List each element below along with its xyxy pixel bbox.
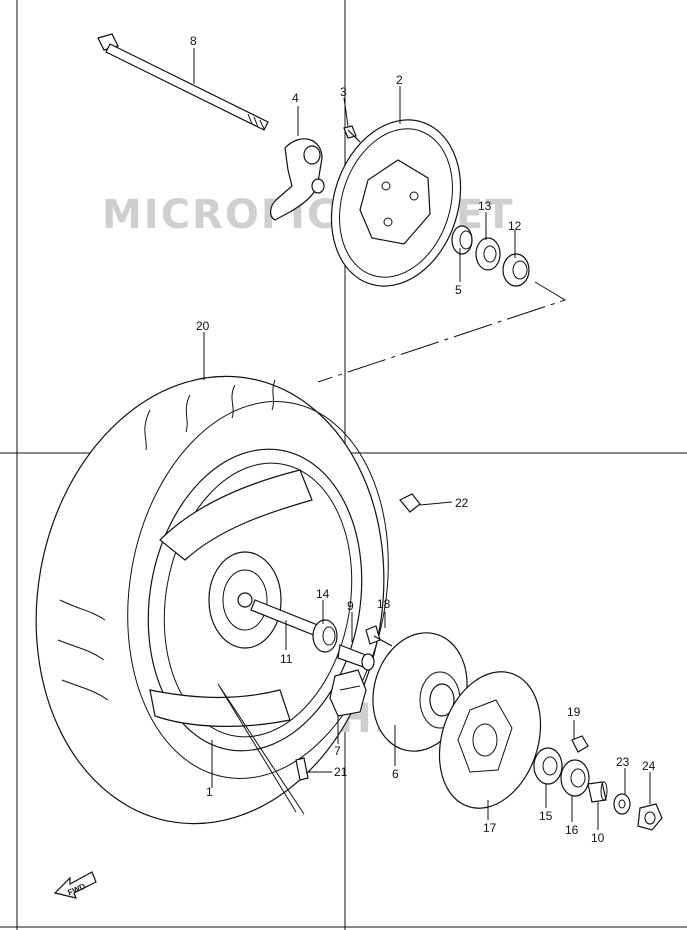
damper-part-7 — [329, 669, 367, 717]
callout-8: 8 — [190, 34, 197, 48]
leader-lines — [193, 48, 651, 830]
callout-6: 6 — [392, 767, 399, 781]
caliper-bracket-part — [270, 138, 325, 221]
collar-part-9 — [337, 644, 375, 671]
bolt-part-18 — [365, 625, 393, 647]
callout-14: 14 — [316, 587, 330, 601]
washer-part-23 — [613, 793, 631, 815]
callout-23: 23 — [616, 755, 630, 769]
callout-15: 15 — [539, 809, 553, 823]
callout-12: 12 — [508, 219, 522, 233]
nut-part-19 — [571, 735, 589, 753]
callout-labels: 8 4 3 2 13 12 5 20 22 9 14 18 11 7 21 6 … — [190, 34, 656, 845]
bearing-part-15 — [533, 747, 563, 785]
callout-10: 10 — [591, 831, 605, 845]
callout-5: 5 — [455, 283, 462, 297]
axle-part — [97, 33, 269, 131]
callout-7: 7 — [334, 744, 341, 758]
fwd-arrow-icon: FWD — [53, 871, 97, 899]
seal-part-16 — [560, 759, 590, 797]
callout-13: 13 — [478, 199, 492, 213]
bearing-part-14 — [312, 619, 338, 653]
callout-4: 4 — [292, 91, 299, 105]
sprocket-part — [438, 671, 542, 809]
seal-part-13 — [475, 237, 501, 271]
callout-21: 21 — [334, 765, 348, 779]
callout-24: 24 — [642, 759, 656, 773]
valve-part-21 — [295, 757, 309, 781]
callout-2: 2 — [396, 73, 403, 87]
callout-22: 22 — [455, 496, 469, 510]
bolt-part-3 — [343, 125, 361, 143]
callout-3: 3 — [340, 85, 347, 99]
sprocket-carrier-part — [372, 632, 468, 752]
callout-11: 11 — [280, 652, 293, 666]
callout-9: 9 — [347, 599, 354, 613]
bearing-part-12 — [502, 253, 530, 287]
callout-20: 20 — [196, 319, 210, 333]
spacer-part-5 — [451, 225, 473, 255]
callout-1: 1 — [206, 785, 213, 799]
callout-17: 17 — [483, 821, 497, 835]
callout-16: 16 — [565, 823, 579, 837]
brake-disc-part — [330, 119, 462, 287]
clip-part-22 — [399, 493, 421, 513]
nut-part-24 — [637, 803, 663, 831]
callout-19: 19 — [567, 705, 581, 719]
callout-18: 18 — [377, 597, 391, 611]
spacer-part-10 — [587, 781, 608, 803]
